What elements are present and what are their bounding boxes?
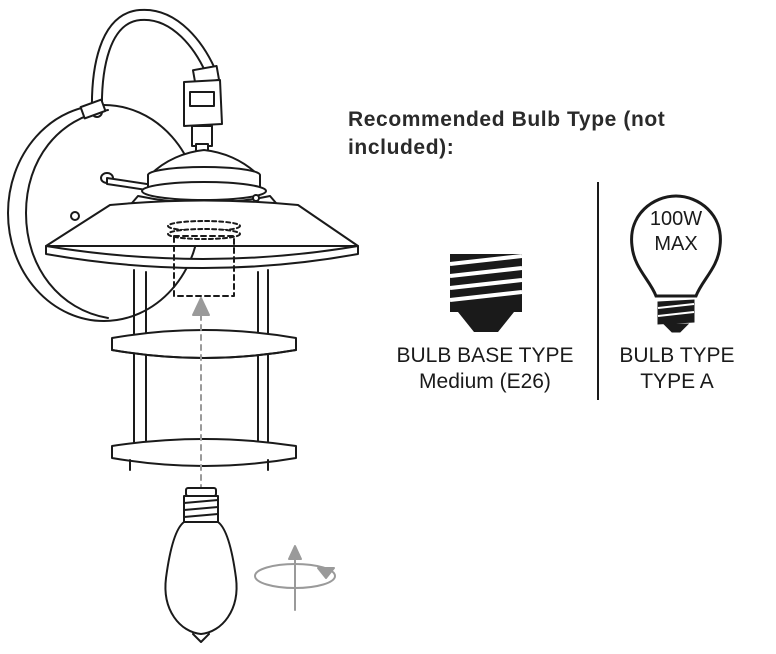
e26-base-icon xyxy=(449,254,523,332)
gooseneck-arm xyxy=(79,8,223,155)
bulb-base-type-label: BULB BASE TYPE Medium (E26) xyxy=(372,343,598,395)
bulb-base-type-value: Medium (E26) xyxy=(419,370,551,393)
bulb-type-title: BULB TYPE xyxy=(619,344,735,367)
bulb-type-value: TYPE A xyxy=(640,370,714,393)
lantern-shade xyxy=(45,199,359,269)
bulb-type-label: BULB TYPE TYPE A xyxy=(604,343,750,395)
a-type-bulb-icon xyxy=(630,194,722,333)
socket-outline xyxy=(173,235,235,297)
wattage-value: 100W xyxy=(649,208,703,230)
insert-arrow-icon xyxy=(192,297,210,491)
rotate-arrow-icon xyxy=(254,545,336,611)
wattage-max: MAX xyxy=(654,233,698,255)
edison-bulb-icon xyxy=(164,487,238,643)
wattage-label: 100W MAX xyxy=(636,207,716,257)
recommended-bulb-heading: Recommended Bulb Type (not included): xyxy=(348,108,666,159)
lantern-cage xyxy=(111,269,297,471)
bulb-base-type-title: BULB BASE TYPE xyxy=(396,344,574,367)
